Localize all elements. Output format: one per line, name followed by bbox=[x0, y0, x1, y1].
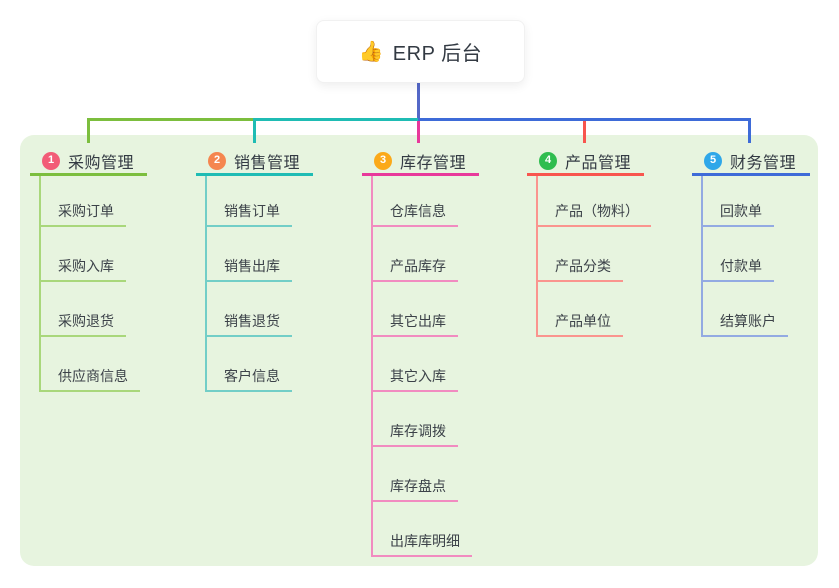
branch-finance: 5 财务管理 回款单 付款单 结算账户 bbox=[692, 148, 810, 341]
node-product-unit[interactable]: 产品单位 bbox=[536, 312, 623, 337]
node-sales-return[interactable]: 销售退货 bbox=[205, 312, 292, 337]
root-node-label: ERP 后台 bbox=[392, 43, 483, 65]
node-receivable-doc[interactable]: 回款单 bbox=[701, 202, 774, 227]
node-other-inbound[interactable]: 其它入库 bbox=[371, 367, 458, 392]
node-product-material[interactable]: 产品（物料） bbox=[536, 202, 651, 227]
branch-children-finance: 回款单 付款单 结算账户 bbox=[692, 176, 810, 341]
branch-sales: 2 销售管理 销售订单 销售出库 销售退货 客户信息 bbox=[196, 148, 313, 396]
connector-line-sales bbox=[205, 176, 207, 392]
node-warehouse-info[interactable]: 仓库信息 bbox=[371, 202, 458, 227]
connector-line-inventory bbox=[371, 176, 373, 557]
branch-children-product: 产品（物料） 产品分类 产品单位 bbox=[527, 176, 651, 341]
connector-drop-finance bbox=[748, 118, 751, 143]
node-purchase-return[interactable]: 采购退货 bbox=[39, 312, 126, 337]
node-purchase-inbound[interactable]: 采购入库 bbox=[39, 257, 126, 282]
node-sales-outbound[interactable]: 销售出库 bbox=[205, 257, 292, 282]
branch-label-product: 产品管理 bbox=[565, 154, 632, 172]
connector-drop-product bbox=[583, 121, 586, 143]
node-stock-check[interactable]: 库存盘点 bbox=[371, 477, 458, 502]
node-stock-transfer[interactable]: 库存调拨 bbox=[371, 422, 458, 447]
connector-drop-sales bbox=[253, 118, 256, 143]
branch-label-purchase: 采购管理 bbox=[68, 154, 135, 172]
connector-line-root bbox=[417, 81, 420, 119]
node-product-stock[interactable]: 产品库存 bbox=[371, 257, 458, 282]
connector-line-product bbox=[536, 176, 538, 337]
branch-title-purchase[interactable]: 1 采购管理 bbox=[30, 148, 147, 176]
branch-title-finance[interactable]: 5 财务管理 bbox=[692, 148, 810, 176]
branch-children-sales: 销售订单 销售出库 销售退货 客户信息 bbox=[196, 176, 313, 396]
connector-line-trunk-left-green bbox=[87, 118, 254, 121]
node-sales-order[interactable]: 销售订单 bbox=[205, 202, 292, 227]
thumbs-up-icon: 👍 bbox=[358, 40, 384, 63]
badge-3-icon: 3 bbox=[374, 151, 392, 170]
badge-5-icon: 5 bbox=[704, 151, 722, 170]
node-payment-doc[interactable]: 付款单 bbox=[701, 257, 774, 282]
connector-line-finance bbox=[701, 176, 703, 337]
branch-inventory: 3 库存管理 仓库信息 产品库存 其它出库 其它入库 库存调拨 库存盘点 出库库… bbox=[362, 148, 479, 561]
badge-1-icon: 1 bbox=[42, 151, 60, 170]
branch-children-purchase: 采购订单 采购入库 采购退货 供应商信息 bbox=[30, 176, 147, 396]
connector-line-purchase bbox=[39, 176, 41, 392]
branch-purchase: 1 采购管理 采购订单 采购入库 采购退货 供应商信息 bbox=[30, 148, 147, 396]
branch-children-inventory: 仓库信息 产品库存 其它出库 其它入库 库存调拨 库存盘点 出库库明细 bbox=[362, 176, 479, 561]
node-product-category[interactable]: 产品分类 bbox=[536, 257, 623, 282]
branch-label-finance: 财务管理 bbox=[730, 154, 797, 172]
connector-drop-inventory bbox=[417, 121, 420, 143]
branch-title-sales[interactable]: 2 销售管理 bbox=[196, 148, 313, 176]
branch-title-inventory[interactable]: 3 库存管理 bbox=[362, 148, 479, 176]
root-node[interactable]: 👍 ERP 后台 bbox=[316, 20, 525, 83]
branch-title-product[interactable]: 4 产品管理 bbox=[527, 148, 644, 176]
node-customer-info[interactable]: 客户信息 bbox=[205, 367, 292, 392]
node-other-outbound[interactable]: 其它出库 bbox=[371, 312, 458, 337]
branch-label-sales: 销售管理 bbox=[234, 154, 301, 172]
connector-line-trunk-left-teal bbox=[253, 118, 419, 121]
connector-drop-purchase bbox=[87, 118, 90, 143]
branch-label-inventory: 库存管理 bbox=[400, 154, 467, 172]
node-outbound-detail[interactable]: 出库库明细 bbox=[371, 532, 472, 557]
node-settlement-account[interactable]: 结算账户 bbox=[701, 312, 788, 337]
branches-background-panel bbox=[20, 135, 818, 566]
branch-product: 4 产品管理 产品（物料） 产品分类 产品单位 bbox=[527, 148, 651, 341]
badge-2-icon: 2 bbox=[208, 151, 226, 170]
badge-4-icon: 4 bbox=[539, 151, 557, 170]
node-supplier-info[interactable]: 供应商信息 bbox=[39, 367, 140, 392]
node-purchase-order[interactable]: 采购订单 bbox=[39, 202, 126, 227]
connector-line-trunk-right-blue bbox=[418, 118, 751, 121]
